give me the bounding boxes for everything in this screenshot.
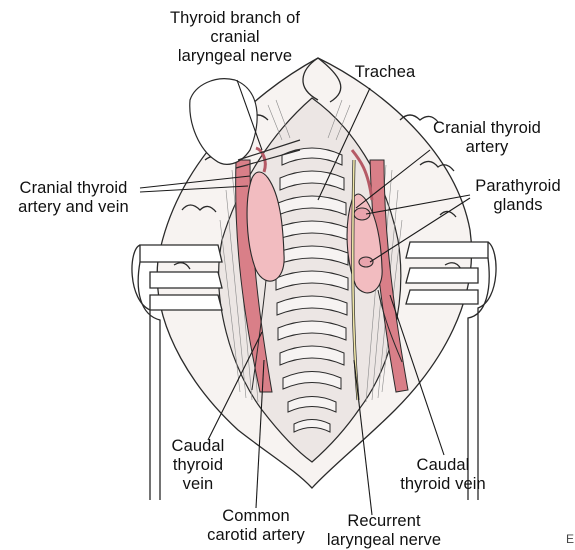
label-caudal-thyroid-vein-left: Caudal thyroid vein	[158, 437, 238, 494]
label-caudal-thyroid-vein-right: Caudal thyroid vein	[388, 456, 498, 494]
label-recurrent-laryngeal-nerve: Recurrent laryngeal nerve	[318, 512, 450, 550]
label-parathyroid-glands: Parathyroid glands	[468, 177, 568, 215]
edge-text-fragment: E	[565, 530, 575, 549]
label-thyroid-branch-cranial-laryngeal-nerve: Thyroid branch of cranial laryngeal nerv…	[160, 9, 310, 66]
label-trachea: Trachea	[345, 63, 425, 82]
label-common-carotid-artery: Common carotid artery	[196, 507, 316, 545]
forceps	[190, 79, 257, 165]
label-cranial-thyroid-artery-and-vein: Cranial thyroid artery and vein	[6, 179, 141, 217]
label-cranial-thyroid-artery: Cranial thyroid artery	[422, 119, 552, 157]
